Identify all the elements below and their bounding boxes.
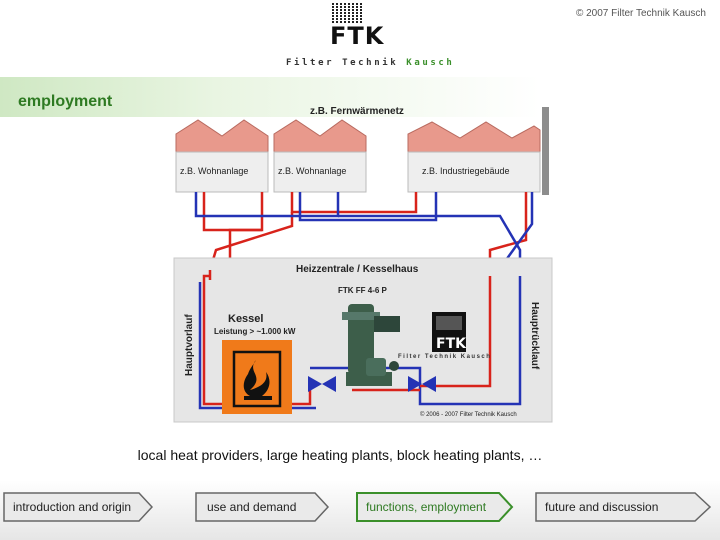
logo-subtitle: Filter Technik Kausch [286,58,452,68]
caption-text: local heat providers, large heating plan… [137,447,543,463]
nav-arrow-icon [195,492,330,522]
main-return-label: Hauptrücklauf [529,302,540,370]
boiler-label: Kessel [228,313,263,325]
diagram-copyright: © 2006 - 2007 Filter Technik Kausch [420,411,517,418]
nav-functions-employment[interactable]: functions, employment [356,489,516,525]
nav-future-and-discussion[interactable]: future and discussion [535,489,715,525]
nav-arrow-icon [356,492,514,522]
central-station-label: Heizzentrale / Kesselhaus [296,264,419,275]
nav-label: functions, employment [366,500,487,514]
logo-sub-after: Kausch [406,58,455,68]
building-2-label: z.B. Wohnanlage [278,166,346,176]
ftk-logo: FTK Filter Technik Kausch [286,0,452,72]
nav-label: future and discussion [545,500,659,514]
building-2: z.B. Wohnanlage [273,119,367,193]
diagram-logo: FTK [432,312,467,352]
diagram-logo-sub: Filter Technik Kausch [398,354,491,360]
nav-label: use and demand [207,500,297,514]
header-band [0,77,720,117]
network-edge-bar [542,107,549,195]
logo-grid-icon [332,2,364,24]
nav-introduction-and-origin[interactable]: introduction and origin [3,489,153,525]
district-heating-diagram: z.B. Fernwärmenetz z.B. Wohnanlage z.B. … [170,100,556,426]
filter-model-label: FTK FF 4-6 P [338,286,388,295]
valve-icon [308,376,436,392]
nav-arrow-icon [3,492,153,522]
building-1: z.B. Wohnanlage [175,119,269,193]
supply-pipes [194,192,534,278]
logo-mark: FTK [330,22,385,50]
logo-sub-before: Filter Technik [286,58,399,68]
boiler-power-label: Leistung > ~1.000 kW [214,327,296,336]
page-title: employment [18,93,113,110]
svg-text:FTK: FTK [436,336,467,352]
building-3-label: z.B. Industriegebäude [422,166,510,176]
copyright-text: © 2007 Filter Technik Kausch [575,8,706,19]
main-flow-label: Hauptvorlauf [184,314,195,376]
building-3: z.B. Industriegebäude [407,121,541,193]
network-label: z.B. Fernwärmenetz [310,106,404,117]
building-1-label: z.B. Wohnanlage [180,166,248,176]
flame-warning-icon [222,340,292,414]
nav-arrow-icon [535,492,712,522]
filter-unit-icon [342,304,400,386]
nav-use-and-demand[interactable]: use and demand [195,489,345,525]
nav-label: introduction and origin [13,500,132,514]
